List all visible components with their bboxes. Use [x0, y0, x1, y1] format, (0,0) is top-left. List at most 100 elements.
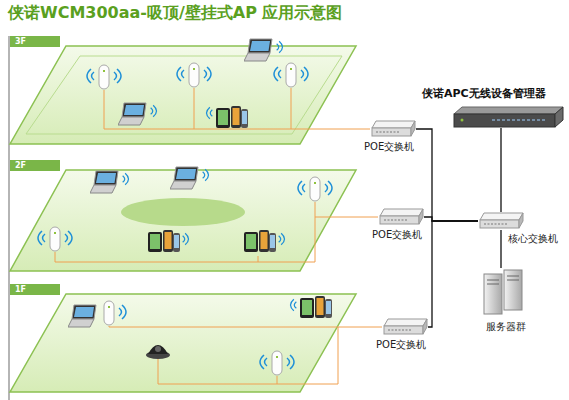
diagram-title: 侠诺WCM300aa-吸顶/壁挂式AP 应用示意图	[8, 3, 342, 24]
wifi-signal	[151, 105, 157, 117]
switch-ports	[384, 220, 408, 221]
switch-ports	[484, 224, 508, 225]
ethernet-wire	[109, 326, 358, 384]
switch-top	[384, 319, 427, 326]
device-label: 侠诺APC无线设备管理器	[422, 86, 546, 101]
ip-camera	[146, 345, 170, 359]
server-group: 服务器群	[482, 268, 526, 316]
controller-top	[454, 107, 563, 114]
wifi-signal	[123, 173, 129, 185]
ethernet-wire	[104, 88, 358, 129]
wifi-signal	[65, 231, 72, 245]
wifi-signal	[183, 233, 189, 245]
network-cable	[428, 221, 478, 327]
wifi-signal	[260, 355, 267, 369]
network-cable	[500, 128, 501, 212]
switch-ports	[376, 132, 400, 133]
network-cable	[358, 217, 378, 218]
laptop	[170, 167, 198, 189]
switch-icon	[478, 212, 524, 230]
poe-switch: POE交换机	[378, 208, 424, 226]
laptop	[244, 39, 272, 61]
controller-side	[555, 107, 563, 127]
mobile-devices	[300, 296, 332, 318]
switch-front	[480, 220, 519, 228]
switch-icon	[370, 120, 416, 138]
floor-band: 3F	[8, 36, 358, 148]
wifi-signal	[204, 67, 211, 81]
access-point	[189, 63, 199, 87]
floor-plane	[8, 160, 358, 275]
controller-icon	[452, 106, 564, 128]
wifi-signal	[291, 299, 297, 311]
floor-tab: 2F	[10, 160, 60, 171]
wifi-signal	[301, 67, 308, 81]
network-cable	[416, 129, 478, 221]
wifi-signal	[119, 305, 126, 319]
floor-tab: 3F	[10, 36, 60, 47]
wifi-signal	[325, 181, 332, 195]
access-point	[310, 177, 320, 201]
wifi-signal	[279, 233, 285, 245]
wifi-signal	[38, 231, 45, 245]
poe-switch: POE交换机	[382, 318, 428, 336]
mobile-devices	[148, 230, 180, 252]
poe-switch: POE交换机	[370, 120, 416, 138]
controller-ports	[492, 120, 547, 121]
ethernet-wire	[55, 202, 358, 262]
controller-led	[461, 119, 464, 122]
wifi-signal	[203, 169, 209, 181]
switch-side	[419, 209, 423, 224]
server-icon	[482, 268, 526, 316]
floor-tab: 1F	[10, 284, 60, 295]
floor-plane	[8, 284, 358, 396]
wifi-signal	[177, 67, 184, 81]
switch-top	[380, 209, 423, 216]
mobile-devices	[244, 230, 276, 252]
switch-front	[380, 216, 419, 224]
switch-ports	[388, 330, 412, 331]
laptop	[118, 103, 146, 125]
network-cable	[500, 230, 501, 268]
access-point	[50, 227, 60, 251]
floor-band: 2F	[8, 160, 358, 275]
server-slots	[487, 276, 519, 284]
device-label: POE交换机	[364, 140, 414, 154]
floor-plane	[8, 36, 358, 148]
mobile-devices	[216, 106, 248, 128]
access-point	[104, 301, 114, 325]
wifi-signal	[114, 69, 121, 83]
device-label: POE交换机	[372, 228, 422, 242]
switch-icon	[378, 208, 424, 226]
wifi-signal	[298, 181, 305, 195]
device-label: 服务器群	[486, 320, 526, 334]
ap-controller: 侠诺APC无线设备管理器	[452, 106, 564, 128]
laptop	[90, 171, 118, 193]
wifi-signal	[207, 107, 213, 119]
wifi-signal	[274, 67, 281, 81]
device-label: POE交换机	[376, 338, 426, 352]
access-point	[286, 63, 296, 87]
switch-icon	[382, 318, 428, 336]
network-cable	[424, 217, 478, 221]
switch-front	[372, 128, 411, 136]
wifi-signal	[277, 41, 283, 53]
switch-top	[480, 213, 523, 220]
access-point	[99, 65, 109, 89]
floor-slab	[10, 294, 356, 392]
wifi-signal	[87, 69, 94, 83]
floor-band: 1F	[8, 284, 358, 396]
switch-side	[423, 319, 427, 334]
wifi-signal	[287, 355, 294, 369]
building-edge	[8, 36, 10, 400]
network-cable	[358, 129, 370, 130]
access-point	[272, 351, 282, 375]
laptop	[68, 305, 96, 327]
switch-side	[519, 213, 523, 228]
switch-front	[384, 326, 423, 334]
switch-side	[411, 121, 415, 136]
controller-front	[454, 114, 555, 127]
coverage-area	[121, 198, 245, 226]
floor-grid	[26, 56, 342, 134]
